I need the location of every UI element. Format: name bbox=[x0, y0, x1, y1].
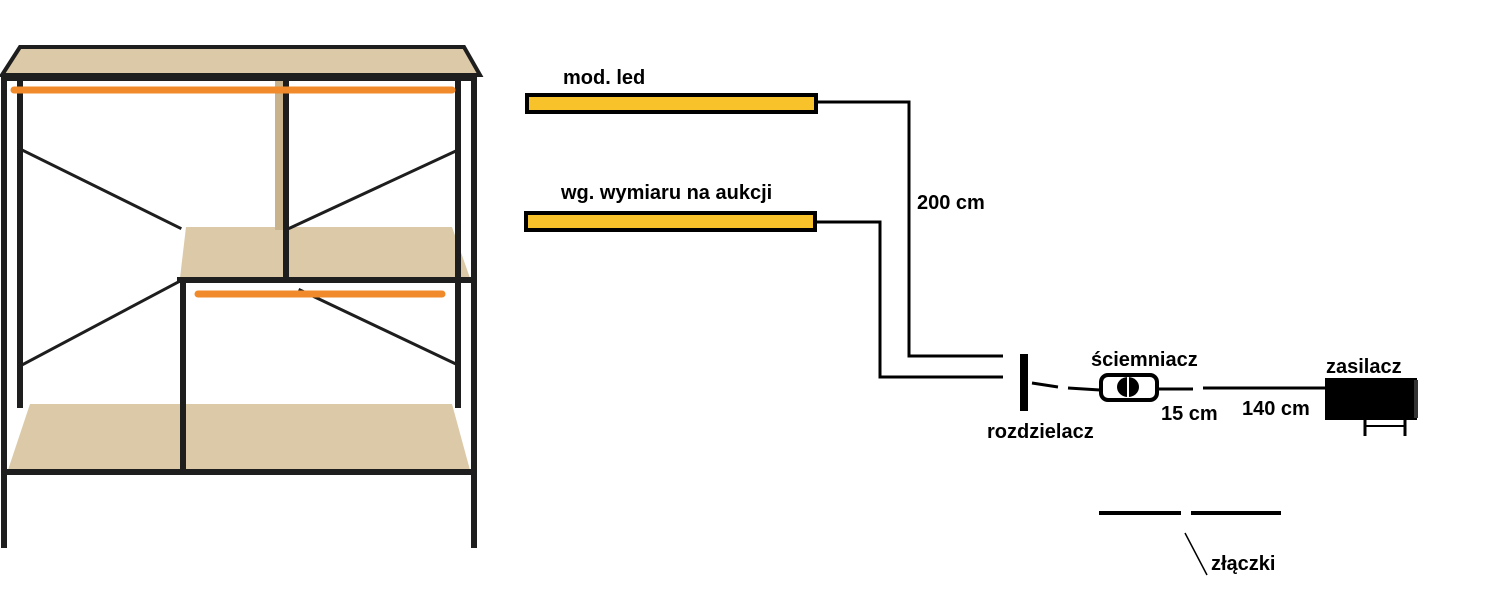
label-length-200: 200 cm bbox=[917, 192, 985, 214]
label-led-module: mod. led bbox=[563, 67, 645, 89]
label-auction-size: wg. wymiaru na aukcji bbox=[560, 182, 772, 204]
power-supply-device bbox=[1325, 378, 1418, 436]
splitter-bar bbox=[1020, 354, 1028, 411]
shelf-frame bbox=[1, 73, 477, 548]
shelf-top-board bbox=[0, 45, 484, 77]
label-length-15: 15 cm bbox=[1161, 403, 1218, 425]
shelf-illustration bbox=[0, 45, 484, 548]
label-splitter: rozdzielacz bbox=[987, 421, 1094, 443]
shelf-bottom-board bbox=[8, 404, 470, 470]
wires bbox=[815, 100, 1326, 392]
led-auction-strip bbox=[524, 211, 817, 232]
shelf-middle-board bbox=[180, 227, 470, 278]
connectors-illustration bbox=[1099, 511, 1281, 576]
led-module-strip bbox=[525, 93, 818, 114]
label-connectors: złączki bbox=[1211, 553, 1275, 575]
label-dimmer: ściemniacz bbox=[1091, 349, 1198, 371]
label-power-supply: zasilacz bbox=[1326, 356, 1402, 378]
label-length-140: 140 cm bbox=[1242, 398, 1310, 420]
dimmer-device bbox=[1099, 373, 1159, 402]
